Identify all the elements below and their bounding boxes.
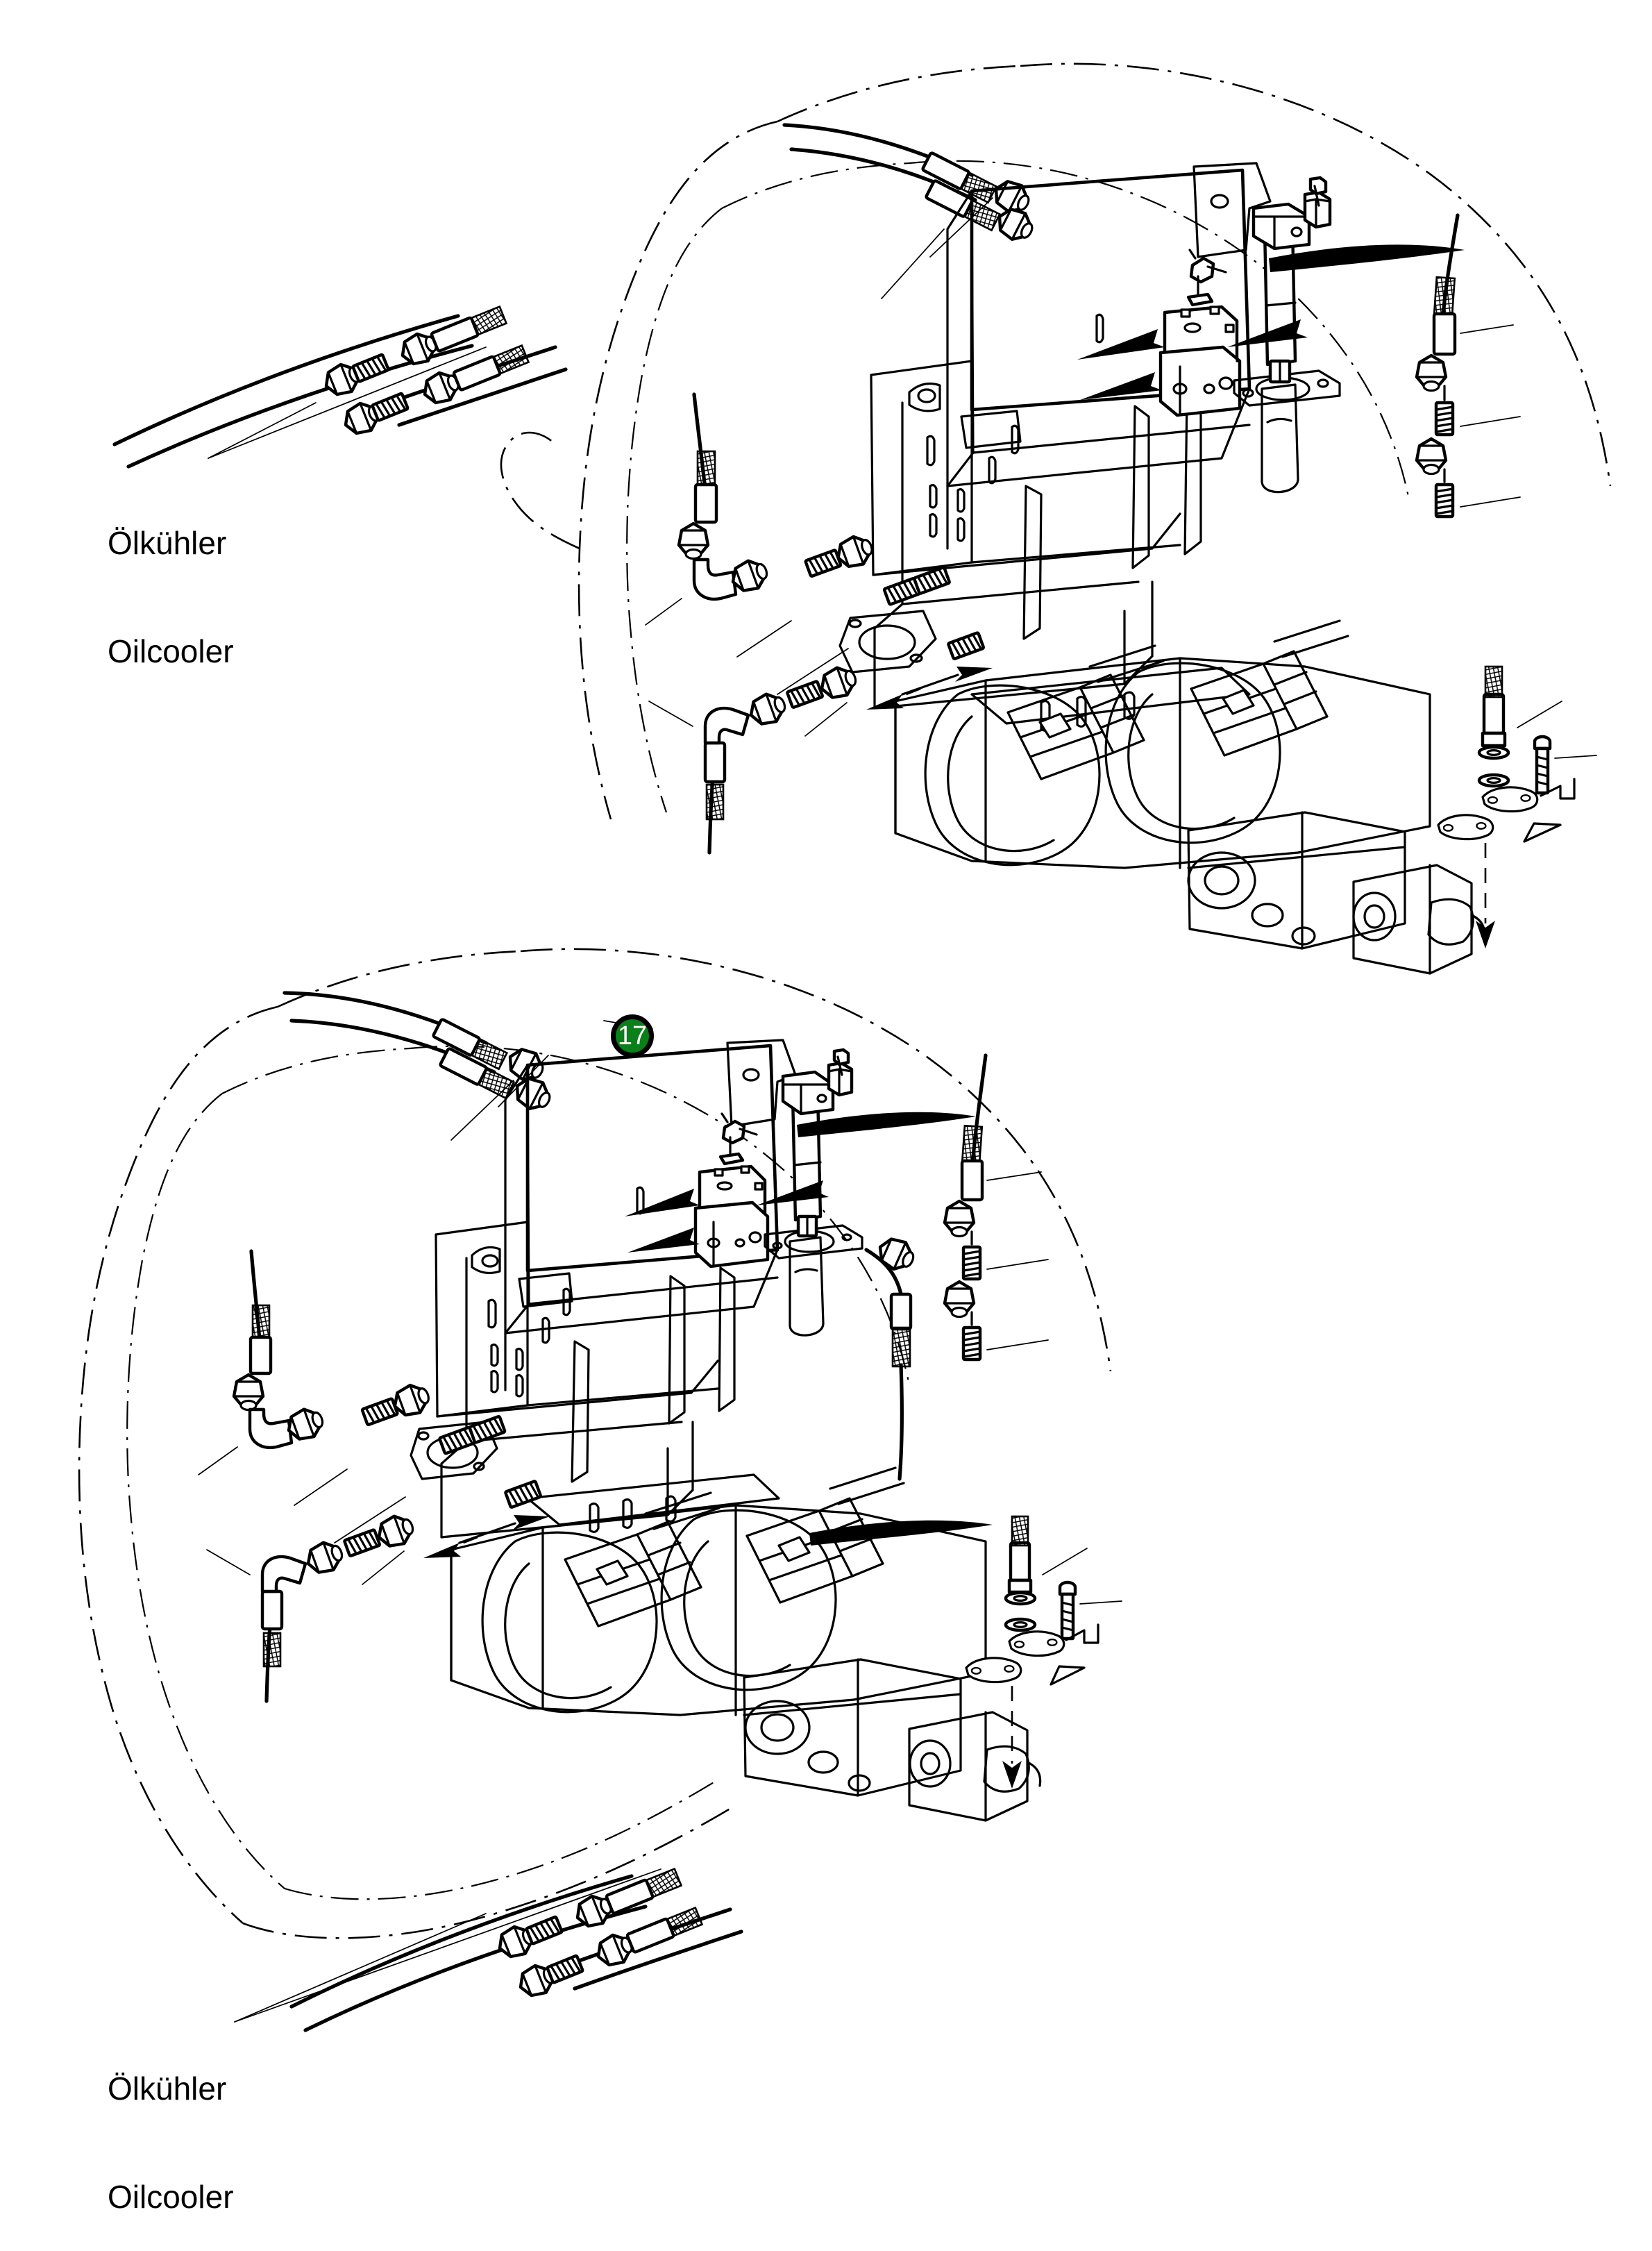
- pump-assembly-lower: [450, 1466, 1042, 1822]
- left-elbow-hoses-lower: [198, 1249, 550, 1703]
- diagram-canvas: .o {fill:none;stroke:#000;stroke-width:3…: [78, 62, 1612, 2032]
- left-elbow-hose-upper: [645, 392, 993, 855]
- callout-badge-17[interactable]: 17: [611, 1014, 654, 1057]
- machine-envelope-outline-upper: [500, 62, 1612, 820]
- lower-assembly-view: [78, 948, 1122, 2032]
- machine-envelope-outline-lower: [78, 948, 1112, 1939]
- support-frame-upper: [838, 162, 1272, 732]
- right-vertical-hose-upper: [1417, 213, 1521, 517]
- oilcooler-hose-pair-upper: [112, 301, 568, 469]
- valve-block-upper: [1158, 249, 1242, 417]
- support-frame-lower: [410, 1039, 797, 1539]
- assembly-arrow-pointers-upper: [1077, 244, 1465, 400]
- pump-assembly-upper: [894, 619, 1486, 975]
- right-hose-lower: [864, 1053, 1049, 1481]
- filter-canister-upper: [1233, 176, 1341, 494]
- oilcooler-label-upper-english: Oilcooler: [108, 633, 234, 669]
- oilcooler-label-lower-german: Ölkühler: [108, 2070, 227, 2107]
- clamp-bolt-group-lower: [965, 1515, 1122, 1789]
- oilcooler-leader-lines-lower: [234, 1868, 661, 2023]
- oilcooler-leader-lines-upper: [208, 346, 487, 459]
- assembly-arrow-pointers-lower: [625, 1112, 993, 1546]
- clamp-bolt-group-upper: [1437, 665, 1597, 948]
- oilcooler-label-lower: Ölkühler Oilcooler: [108, 1998, 234, 2251]
- oilcooler-label-upper-german: Ölkühler: [108, 525, 227, 561]
- oilcooler-label-lower-english: Oilcooler: [108, 2179, 234, 2215]
- valve-block-lower: [693, 1112, 770, 1269]
- oilcooler-hose-pair-lower: [289, 1864, 743, 2032]
- upper-frame-hoses: [782, 123, 1038, 299]
- oilcooler-label-upper: Ölkühler Oilcooler: [108, 453, 234, 705]
- upper-assembly-view: [112, 62, 1612, 975]
